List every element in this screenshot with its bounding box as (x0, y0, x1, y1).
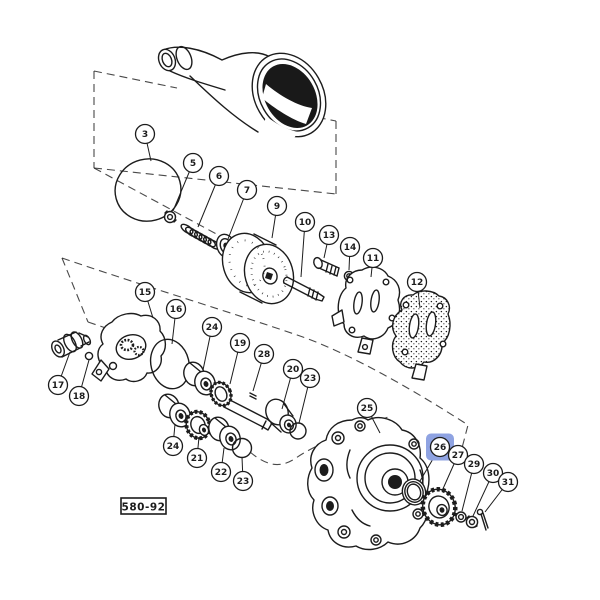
svg-text:14: 14 (344, 243, 357, 253)
pump-housing-25 (307, 416, 430, 551)
svg-text:6: 6 (216, 172, 222, 182)
bushing-24a (183, 361, 216, 396)
callout-24[interactable]: 24 (201, 316, 223, 371)
svg-text:24: 24 (206, 323, 219, 333)
gear-27 (420, 486, 458, 528)
nut-30 (465, 515, 479, 529)
svg-text:29: 29 (468, 460, 481, 470)
svg-text:30: 30 (487, 469, 500, 479)
svg-text:24: 24 (167, 442, 180, 452)
bushing-22 (208, 416, 241, 451)
callout-25[interactable]: 25 (356, 397, 381, 434)
svg-text:7: 7 (244, 186, 250, 196)
callout-29[interactable]: 29 (461, 453, 485, 512)
rotor-drum-9 (221, 232, 295, 305)
end-cover-11 (331, 266, 401, 355)
callout-14[interactable]: 14 (339, 236, 361, 271)
bolt-13 (313, 256, 340, 277)
callout-11[interactable]: 11 (362, 247, 384, 278)
gear-21 (184, 409, 212, 441)
svg-text:25: 25 (361, 404, 374, 414)
callout-18[interactable]: 18 (68, 359, 90, 407)
svg-text:22: 22 (215, 468, 228, 478)
callout-16[interactable]: 16 (165, 298, 187, 345)
callout-9[interactable]: 9 (266, 195, 288, 239)
callout-6[interactable]: 6 (197, 165, 230, 228)
svg-text:28: 28 (258, 350, 271, 360)
svg-text:3: 3 (142, 130, 148, 140)
callout-15[interactable]: 15 (134, 281, 156, 319)
svg-text:11: 11 (367, 254, 380, 264)
callout-13[interactable]: 13 (318, 224, 340, 259)
suction-tube (157, 45, 327, 140)
svg-text:23: 23 (304, 374, 317, 384)
figure-label: 580-92 (122, 502, 166, 514)
shaft-10 (282, 276, 325, 302)
svg-text:27: 27 (452, 451, 465, 461)
svg-text:17: 17 (52, 381, 65, 391)
svg-text:10: 10 (299, 218, 312, 228)
gear-shaft-19 (209, 380, 273, 431)
figure-label-box: 580-92 (120, 497, 167, 515)
callout-layer: 3 5 6 7 9 10 13 14 11 12 15 16 24 17 18 19 28 20 23 24 21 22 2… (47, 123, 519, 517)
key-28 (249, 392, 257, 400)
cotter-pin-31 (476, 508, 489, 531)
callout-31[interactable]: 31 (484, 471, 519, 513)
svg-text:26: 26 (434, 443, 447, 453)
callout-7[interactable]: 7 (227, 179, 258, 240)
svg-text:18: 18 (73, 392, 86, 402)
o-ring-23b (289, 422, 307, 440)
svg-text:12: 12 (411, 278, 424, 288)
o-ring-16 (149, 338, 191, 390)
flange-15 (91, 312, 167, 383)
callout-10[interactable]: 10 (294, 211, 316, 278)
callout-19[interactable]: 19 (229, 332, 251, 385)
callout-27[interactable]: 27 (441, 444, 469, 492)
callout-5[interactable]: 5 (172, 152, 204, 212)
svg-text:15: 15 (139, 288, 152, 298)
svg-text:9: 9 (274, 202, 280, 212)
nut-5 (163, 210, 177, 224)
callout-20[interactable]: 20 (281, 358, 304, 410)
callout-26[interactable]: 26 (419, 433, 454, 482)
callout-28[interactable]: 28 (252, 343, 275, 392)
gasket-12 (391, 290, 451, 381)
callout-22[interactable]: 22 (210, 447, 232, 483)
callout-12[interactable]: 12 (406, 271, 428, 309)
callout-23[interactable]: 23 (232, 456, 254, 492)
spring-6 (180, 223, 221, 250)
bushing-20 (265, 398, 297, 434)
svg-text:20: 20 (287, 365, 300, 375)
callout-30[interactable]: 30 (472, 462, 504, 517)
callout-23[interactable]: 23 (298, 367, 321, 424)
callout-3[interactable]: 3 (134, 123, 156, 162)
o-ring-18 (84, 351, 94, 361)
svg-text:5: 5 (190, 159, 196, 169)
callout-21[interactable]: 21 (186, 436, 208, 469)
svg-text:23: 23 (237, 477, 250, 487)
svg-text:16: 16 (170, 305, 183, 315)
svg-text:19: 19 (234, 339, 247, 349)
washer-29 (455, 511, 467, 523)
svg-text:13: 13 (323, 231, 336, 241)
callout-17[interactable]: 17 (47, 351, 71, 396)
seal-26 (401, 478, 427, 506)
callout-24[interactable]: 24 (162, 423, 184, 457)
svg-text:21: 21 (191, 454, 204, 464)
svg-text:31: 31 (502, 478, 515, 488)
o-ring-3 (114, 158, 182, 222)
fitting-17 (51, 331, 92, 358)
